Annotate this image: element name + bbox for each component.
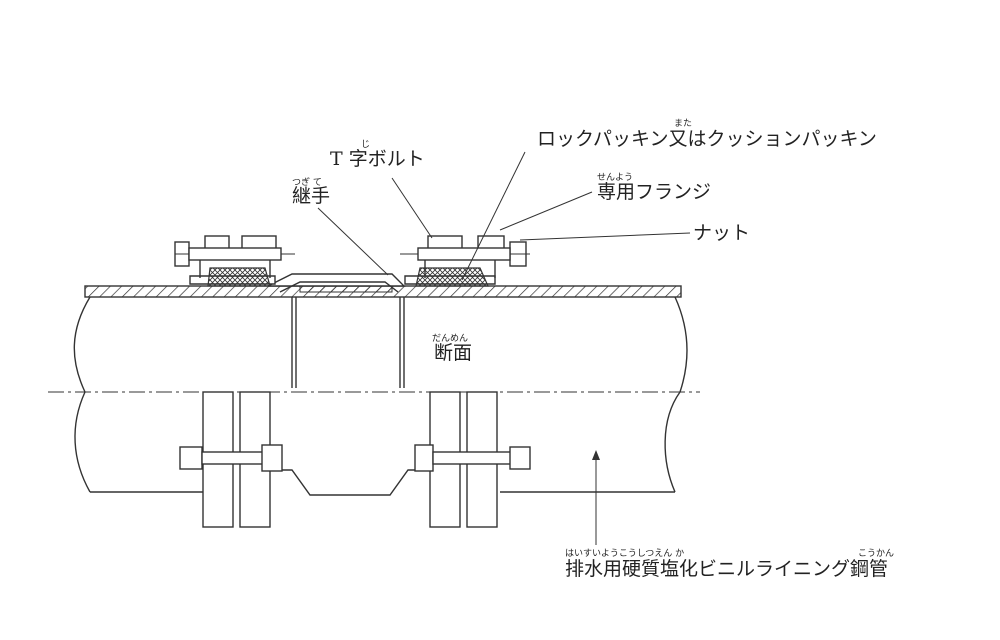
label-flange: 専用フランジ [597,181,711,203]
right-lower-bolt-head [414,444,434,472]
right-flange-section [400,235,530,287]
joint-body [267,273,406,287]
leader-nut [519,232,691,241]
left-lower-nut [261,444,283,472]
right-flange-legs [424,260,496,278]
left-lower-bolt-head [179,446,203,470]
label-section: 断面 [434,342,472,364]
right-bolt-shaft [417,247,511,261]
left-packing [207,267,271,287]
ruby-flange: せんよう [597,172,633,183]
leader-joint [317,207,389,276]
pipe-break-left-upper [73,296,91,393]
leader-packing [461,151,526,281]
leader-pipe-arrow [592,450,600,460]
ruby-pipe-2: こうかん [858,548,894,559]
pipe-break-left-lower [74,391,91,493]
pipe-break-right-upper [674,296,688,393]
leader-lines [317,151,691,545]
leader-flange [499,191,593,231]
ruby-pipe-1: はいすいようこうしつえん か [565,548,684,559]
joint-section [267,273,406,293]
ruby-t-bolt: じ [361,139,370,150]
label-joint: 継手 [292,185,330,207]
ruby-section: だんめん [432,333,468,344]
label-packing: ロックパッキン又はクッションパッキン [537,128,877,150]
lower-flanges [179,391,531,528]
label-nut: ナット [693,222,750,244]
leader-t-bolt [391,177,433,239]
joint-lining [299,285,393,293]
label-t-bolt: T 字ボルト [330,148,425,170]
left-bolt-shaft [188,247,282,261]
label-pipe: 排水用硬質塩化ビニルライニング鋼管 [565,558,888,580]
joint-lower-profile [270,469,430,496]
ruby-packing: また [674,118,692,129]
pipe-body [73,285,688,493]
labels: ロックパッキン又はクッションパッキン また T 字ボルト じ 継手 つぎ て 専… [292,118,894,580]
left-flange-section [174,235,295,287]
right-packing [415,267,489,287]
ruby-joint: つぎ て [292,176,322,188]
right-lower-bolt-shaft [432,451,514,465]
pipe-break-right-lower [664,391,681,493]
right-lower-nut [509,446,531,470]
left-flange-legs [199,260,271,278]
